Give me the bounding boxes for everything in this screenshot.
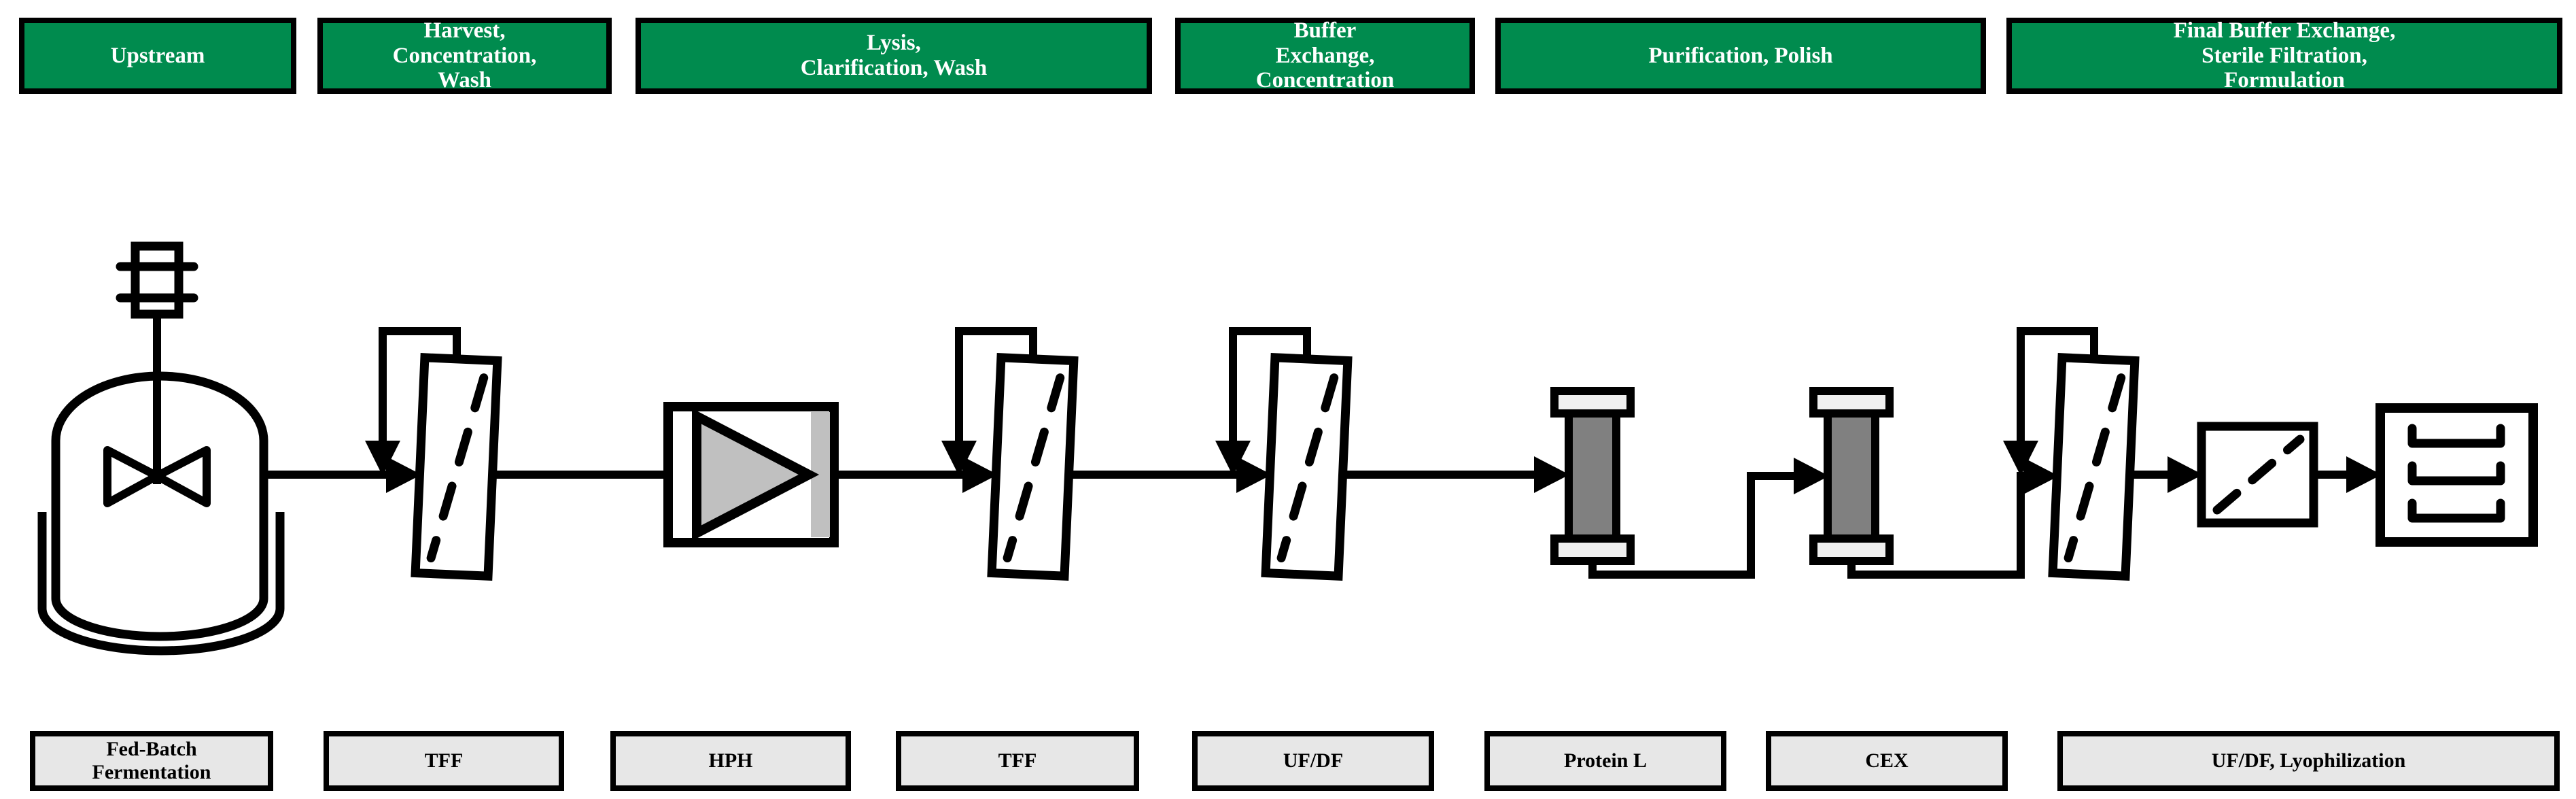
step-label-ufdf: UF/DF [1192,731,1434,791]
stage-header-label: Upstream [110,43,205,68]
lyophilizer-trays-icon [2375,403,2538,547]
tff2-recycle-arrow [941,441,977,476]
step-label-hph: HPH [610,731,851,791]
cex-column-icon [1813,391,1890,561]
arrow-into-tff1 [386,456,421,493]
arrow-into-sterile-filter [2168,456,2203,493]
flow-arrowheads [365,441,2382,494]
ufdf2-recycle-loop [2017,327,2098,442]
stage-header-label: Lysis, Clarification, Wash [800,31,988,80]
bioreactor-vessel [51,371,268,641]
bioreactor-motor [130,241,184,319]
step-label-tff-1: TFF [324,731,564,791]
stage-header-label: Harvest, Concentration, Wash [392,18,537,93]
step-label-ufdf-lyophilization: UF/DF, Lyophilization [2057,731,2560,791]
step-label-cex: CEX [1766,731,2008,791]
arrow-into-cex [1794,458,1829,494]
tff1-recycle-loop [379,327,461,442]
step-label-text: TFF [998,749,1037,772]
step-label-text: CEX [1865,749,1909,772]
lyophilizer-tray [2407,498,2505,523]
bioreactor-jacket [37,512,285,656]
tff1-recycle-arrow [365,441,400,476]
step-label-text: Protein L [1564,749,1647,772]
flow-line-cex-to-ufdf2 [1847,472,2026,579]
ufdf1-recycle-loop [1229,327,1311,442]
arrow-into-ufdf2 [2023,458,2059,494]
step-label-text: UF/DF [1283,749,1344,772]
stage-header-purification: Purification, Polish [1495,18,1986,94]
flow-line-proteinl-to-cex [1588,472,1795,579]
step-label-protein-l: Protein L [1484,731,1726,791]
step-label-text: HPH [708,749,753,772]
lyophilizer-tray [2407,461,2505,486]
recycle-loops [379,327,2098,442]
stage-header-upstream: Upstream [19,18,296,94]
lyophilizer-chamber [2375,403,2538,547]
tff2-recycle-loop [955,327,1037,442]
lyophilizer-tray [2407,424,2505,448]
stage-header-harvest: Harvest, Concentration, Wash [317,18,612,94]
step-label-text: Fed-Batch Fermentation [92,737,211,784]
arrow-into-ufdf1 [1236,456,1272,493]
ufdf2-recycle-arrow [2003,441,2038,476]
ufdf-filter-2-icon [2053,358,2135,576]
step-label-text: UF/DF, Lyophilization [2211,749,2406,772]
stirred-tank-bioreactor-icon [37,241,285,656]
bioreactor-impeller-left [103,446,161,507]
hph-piston-triangle [692,408,820,541]
stage-header-label: Final Buffer Exchange, Sterile Filtratio… [2173,18,2396,93]
high-pressure-homogenizer-icon [663,402,839,547]
ufdf1-recycle-arrow [1215,441,1251,476]
step-label-tff-2: TFF [896,731,1139,791]
stage-header-lysis: Lysis, Clarification, Wash [636,18,1152,94]
sterile-filter-icon [2197,422,2318,528]
arrow-into-tff2 [962,456,998,493]
protein-l-column-icon [1554,391,1631,561]
stage-header-label: Purification, Polish [1648,43,1833,68]
tff-filter-2-icon [992,358,1074,576]
stage-header-buffer-exchange: Buffer Exchange, Concentration [1175,18,1475,94]
arrow-into-lyophilizer [2346,456,2382,493]
stage-header-label: Buffer Exchange, Concentration [1255,18,1395,93]
step-label-fed-batch-fermentation: Fed-Batch Fermentation [30,731,273,791]
ufdf-filter-1-icon [1266,358,1348,576]
step-label-text: TFF [424,749,464,772]
arrow-into-proteinl [1534,456,1569,493]
bioreactor-impeller-right [153,446,211,507]
tff-filter-1-icon [415,358,498,576]
stage-header-final-formulation: Final Buffer Exchange, Sterile Filtratio… [2006,18,2562,94]
sterile-filter-membrane [2212,435,2305,515]
